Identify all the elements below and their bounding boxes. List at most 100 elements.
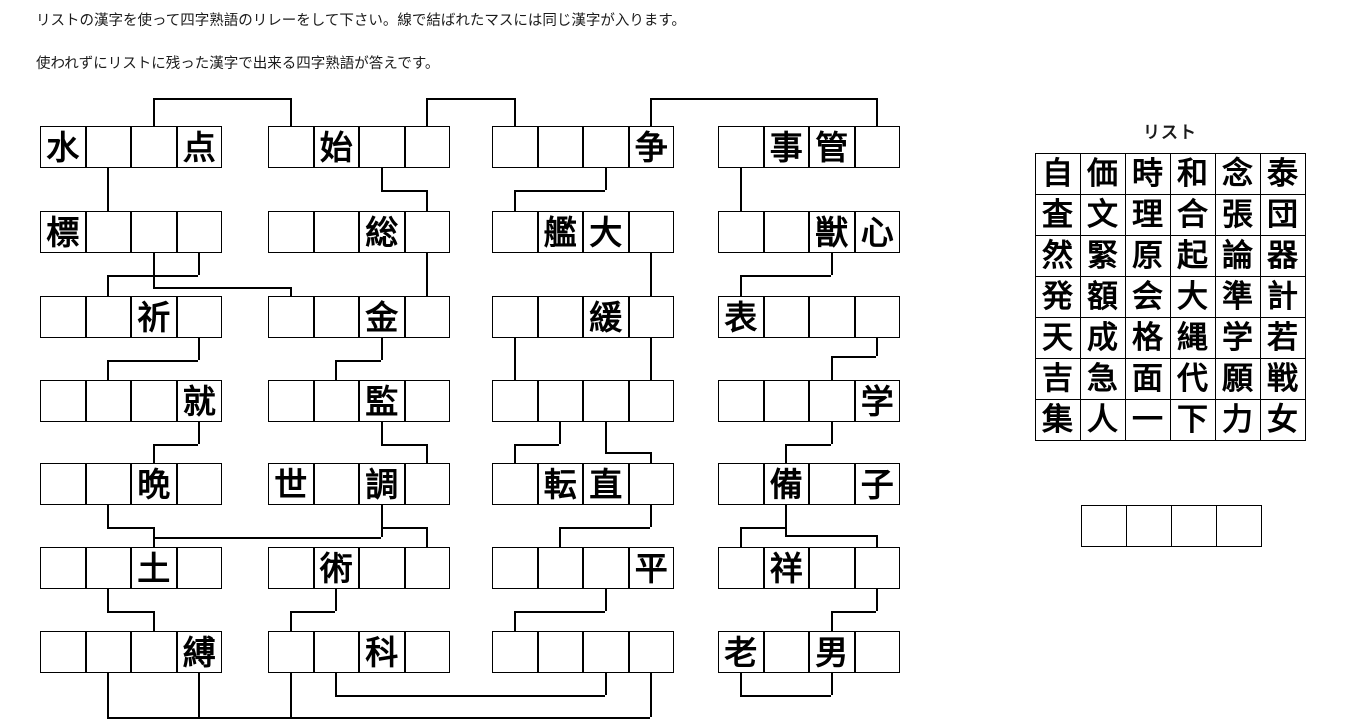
puzzle-cell-empty[interactable] — [628, 211, 674, 253]
puzzle-cell-empty[interactable] — [268, 547, 314, 589]
puzzle-cell-empty[interactable] — [131, 126, 177, 168]
kanji-list-cell[interactable]: 緊 — [1079, 235, 1126, 277]
kanji-list-cell[interactable]: 人 — [1079, 399, 1126, 441]
puzzle-cell-empty[interactable] — [809, 380, 855, 422]
kanji-list-cell[interactable]: 会 — [1124, 276, 1171, 318]
puzzle-cell-empty[interactable] — [40, 547, 86, 589]
kanji-list-cell[interactable]: 戦 — [1259, 358, 1306, 400]
puzzle-cell-empty[interactable] — [492, 463, 538, 505]
kanji-list-cell[interactable]: 吉 — [1034, 358, 1081, 400]
puzzle-cell-empty[interactable] — [40, 380, 86, 422]
kanji-list-cell[interactable]: 天 — [1034, 317, 1081, 359]
kanji-list-cell[interactable]: 学 — [1214, 317, 1261, 359]
puzzle-cell-empty[interactable] — [492, 631, 538, 673]
puzzle-cell-empty[interactable] — [628, 463, 674, 505]
kanji-list-cell[interactable]: 代 — [1169, 358, 1216, 400]
puzzle-cell-empty[interactable] — [718, 463, 764, 505]
kanji-list-cell[interactable]: 原 — [1124, 235, 1171, 277]
kanji-list-cell[interactable]: 団 — [1259, 194, 1306, 236]
kanji-list-cell[interactable]: 合 — [1169, 194, 1216, 236]
puzzle-cell-empty[interactable] — [404, 463, 450, 505]
puzzle-cell-empty[interactable] — [85, 463, 131, 505]
puzzle-cell-empty[interactable] — [40, 463, 86, 505]
puzzle-cell-empty[interactable] — [268, 211, 314, 253]
puzzle-cell-empty[interactable] — [268, 380, 314, 422]
kanji-list-cell[interactable]: 器 — [1259, 235, 1306, 277]
puzzle-cell-empty[interactable] — [583, 547, 629, 589]
puzzle-cell-empty[interactable] — [313, 211, 359, 253]
puzzle-cell-empty[interactable] — [131, 211, 177, 253]
puzzle-cell-empty[interactable] — [492, 211, 538, 253]
kanji-list-cell[interactable]: 文 — [1079, 194, 1126, 236]
puzzle-cell-empty[interactable] — [809, 547, 855, 589]
puzzle-cell-empty[interactable] — [537, 631, 583, 673]
puzzle-cell-empty[interactable] — [176, 547, 222, 589]
puzzle-cell-empty[interactable] — [268, 296, 314, 338]
puzzle-cell-empty[interactable] — [583, 126, 629, 168]
puzzle-cell-empty[interactable] — [718, 126, 764, 168]
kanji-list-cell[interactable]: 張 — [1214, 194, 1261, 236]
puzzle-cell-empty[interactable] — [763, 296, 809, 338]
puzzle-cell-empty[interactable] — [718, 211, 764, 253]
kanji-list-cell[interactable]: 一 — [1124, 399, 1171, 441]
puzzle-cell-empty[interactable] — [176, 463, 222, 505]
kanji-list-cell[interactable]: 時 — [1124, 153, 1171, 195]
kanji-list-cell[interactable]: 縄 — [1169, 317, 1216, 359]
kanji-list-cell[interactable]: 泰 — [1259, 153, 1306, 195]
puzzle-cell-empty[interactable] — [359, 547, 405, 589]
puzzle-cell-empty[interactable] — [404, 296, 450, 338]
puzzle-cell-empty[interactable] — [492, 126, 538, 168]
puzzle-cell-empty[interactable] — [40, 631, 86, 673]
answer-cell[interactable] — [1081, 505, 1127, 547]
kanji-list-cell[interactable]: 論 — [1214, 235, 1261, 277]
kanji-list-cell[interactable]: 準 — [1214, 276, 1261, 318]
puzzle-cell-empty[interactable] — [628, 631, 674, 673]
puzzle-cell-empty[interactable] — [537, 547, 583, 589]
kanji-list-cell[interactable]: 急 — [1079, 358, 1126, 400]
kanji-list-cell[interactable]: 発 — [1034, 276, 1081, 318]
kanji-list-cell[interactable]: 起 — [1169, 235, 1216, 277]
kanji-list-cell[interactable]: 計 — [1259, 276, 1306, 318]
kanji-list-cell[interactable]: 自 — [1034, 153, 1081, 195]
kanji-list-cell[interactable]: 理 — [1124, 194, 1171, 236]
kanji-list-cell[interactable]: 格 — [1124, 317, 1171, 359]
puzzle-cell-empty[interactable] — [40, 296, 86, 338]
puzzle-cell-empty[interactable] — [313, 631, 359, 673]
puzzle-cell-empty[interactable] — [763, 631, 809, 673]
puzzle-cell-empty[interactable] — [854, 547, 900, 589]
puzzle-cell-empty[interactable] — [718, 547, 764, 589]
puzzle-cell-empty[interactable] — [313, 380, 359, 422]
answer-cell[interactable] — [1216, 505, 1262, 547]
puzzle-cell-empty[interactable] — [313, 296, 359, 338]
kanji-list-cell[interactable]: 面 — [1124, 358, 1171, 400]
kanji-list-cell[interactable]: 成 — [1079, 317, 1126, 359]
puzzle-cell-empty[interactable] — [809, 463, 855, 505]
kanji-list-cell[interactable]: 価 — [1079, 153, 1126, 195]
kanji-list-cell[interactable]: 若 — [1259, 317, 1306, 359]
puzzle-cell-empty[interactable] — [131, 631, 177, 673]
puzzle-cell-empty[interactable] — [404, 380, 450, 422]
puzzle-cell-empty[interactable] — [313, 463, 359, 505]
puzzle-cell-empty[interactable] — [176, 296, 222, 338]
puzzle-cell-empty[interactable] — [404, 547, 450, 589]
kanji-list-cell[interactable]: 女 — [1259, 399, 1306, 441]
kanji-list-cell[interactable]: 集 — [1034, 399, 1081, 441]
kanji-list-cell[interactable]: 念 — [1214, 153, 1261, 195]
puzzle-cell-empty[interactable] — [492, 380, 538, 422]
puzzle-cell-empty[interactable] — [718, 380, 764, 422]
kanji-list-cell[interactable]: 願 — [1214, 358, 1261, 400]
kanji-list-cell[interactable]: 大 — [1169, 276, 1216, 318]
puzzle-cell-empty[interactable] — [85, 380, 131, 422]
puzzle-cell-empty[interactable] — [359, 126, 405, 168]
puzzle-cell-empty[interactable] — [763, 211, 809, 253]
puzzle-cell-empty[interactable] — [854, 126, 900, 168]
answer-cell[interactable] — [1126, 505, 1172, 547]
kanji-list-cell[interactable]: 額 — [1079, 276, 1126, 318]
puzzle-cell-empty[interactable] — [85, 631, 131, 673]
puzzle-cell-empty[interactable] — [85, 547, 131, 589]
puzzle-cell-empty[interactable] — [583, 380, 629, 422]
puzzle-cell-empty[interactable] — [85, 211, 131, 253]
puzzle-cell-empty[interactable] — [268, 126, 314, 168]
puzzle-cell-empty[interactable] — [404, 211, 450, 253]
puzzle-cell-empty[interactable] — [537, 380, 583, 422]
